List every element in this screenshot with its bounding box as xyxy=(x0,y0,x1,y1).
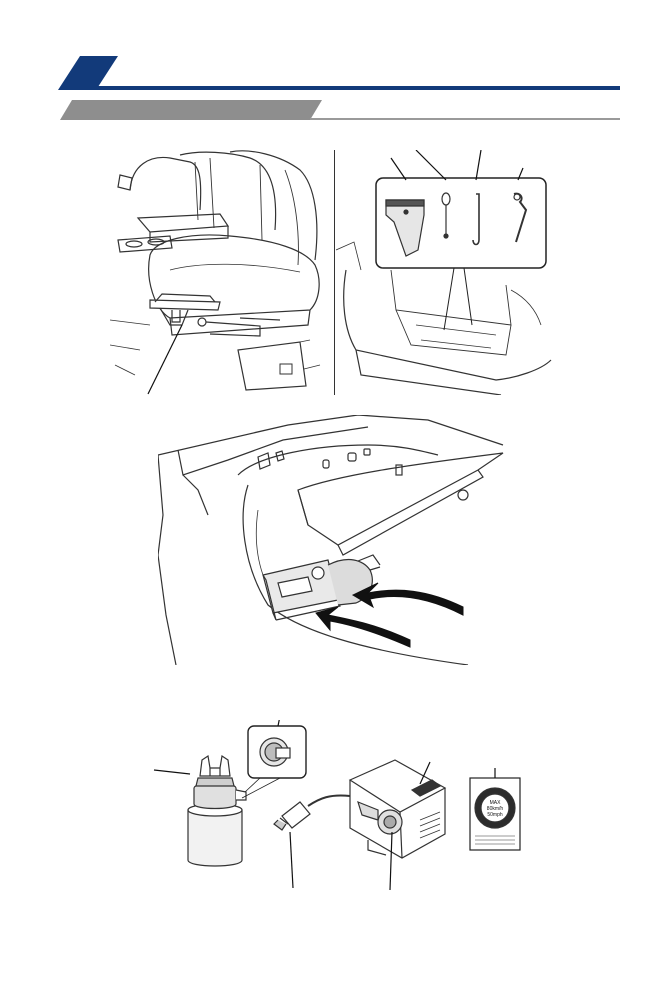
figure-compressor-stowage xyxy=(158,415,528,665)
compressor-unit-icon xyxy=(348,759,447,859)
figure-divider xyxy=(334,150,335,395)
power-plug-icon xyxy=(273,794,351,831)
subheader-rule xyxy=(310,118,620,120)
jack-icon xyxy=(149,293,281,337)
header-rule xyxy=(96,86,620,90)
valve-core-icon xyxy=(259,737,291,767)
sticker-line-2: 80km/h xyxy=(487,806,504,812)
figure-jack-under-seat xyxy=(110,150,332,395)
figure-repair-kit: MAX 80km/h 50mph xyxy=(150,720,530,890)
speed-sticker-icon xyxy=(469,777,521,851)
arrow-icon xyxy=(351,582,464,616)
wheel-wrench-icon xyxy=(513,192,528,243)
sealant-bottle-icon xyxy=(187,754,247,867)
towing-eye-icon xyxy=(441,192,451,239)
jack-handle-icon xyxy=(385,199,425,257)
sticker-line-1: MAX xyxy=(490,800,502,806)
arrow-icon xyxy=(315,606,411,648)
subheader-band xyxy=(60,100,322,120)
sticker-line-3: 50mph xyxy=(487,812,503,818)
section-tab-icon xyxy=(58,56,118,90)
figure-tool-kit xyxy=(336,150,558,395)
jack-rod-icon xyxy=(472,193,480,246)
section-header xyxy=(0,0,647,125)
compressor-icon xyxy=(262,554,381,621)
